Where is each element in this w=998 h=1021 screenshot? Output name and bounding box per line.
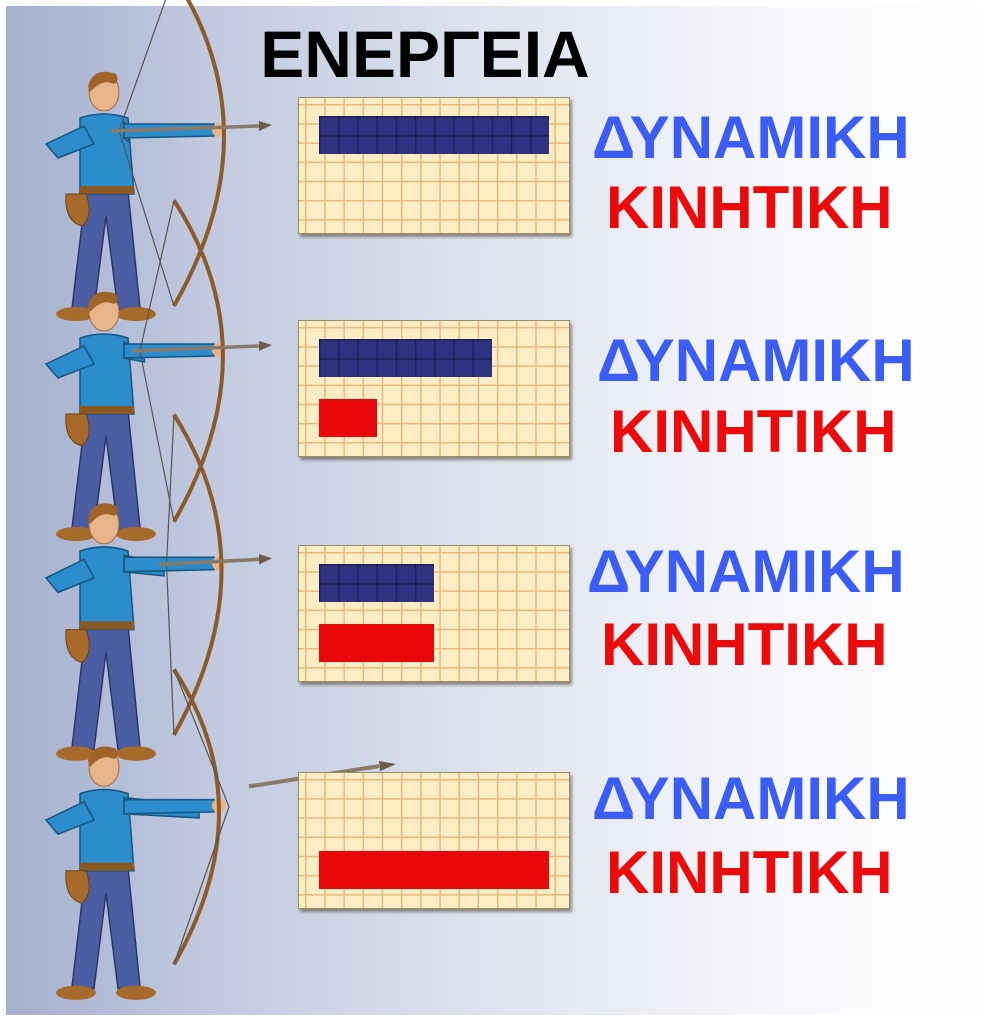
- hair: [88, 503, 118, 525]
- torso: [79, 546, 135, 631]
- potential-energy-bar: [319, 116, 549, 154]
- bow-icon: [172, 413, 224, 737]
- shoe: [116, 985, 156, 1000]
- archer-icon: [24, 0, 274, 326]
- energy-meter: [298, 772, 570, 909]
- bowstring: [173, 669, 230, 965]
- arm: [44, 558, 96, 594]
- potential-energy-bar: [319, 339, 492, 377]
- bowstring: [165, 414, 175, 736]
- bow-icon: [172, 199, 225, 523]
- kinetic-energy-label: ΚΙΝΗΤΙΚΗ: [610, 398, 897, 465]
- pouch: [65, 413, 90, 447]
- archer-icon: [24, 668, 396, 1005]
- arrowhead: [379, 761, 396, 772]
- belt: [80, 186, 134, 194]
- arrow-icon: [131, 344, 260, 353]
- belt: [80, 406, 134, 414]
- arrowhead: [259, 341, 272, 351]
- shoe: [56, 527, 96, 541]
- potential-energy-label: ΔΥΝΑΜΙΚΗ: [592, 104, 910, 171]
- arm: [123, 798, 215, 815]
- hair: [88, 71, 118, 92]
- shoe: [116, 527, 156, 541]
- torso: [79, 333, 135, 415]
- shoe: [56, 746, 96, 761]
- shoe: [56, 985, 96, 1000]
- shoe: [116, 307, 156, 321]
- kinetic-energy-bar: [319, 399, 377, 437]
- energy-meter: [298, 545, 570, 682]
- arm: [44, 800, 96, 836]
- potential-energy-label: ΔΥΝΑΜΙΚΗ: [587, 538, 905, 605]
- arrow-icon: [110, 124, 260, 133]
- bow-icon: [172, 0, 226, 307]
- torso: [79, 788, 135, 872]
- hair: [88, 746, 118, 768]
- belt: [80, 621, 134, 630]
- hair: [88, 291, 118, 312]
- kinetic-energy-bar: [319, 851, 549, 889]
- kinetic-energy-label: ΚΙΝΗΤΙΚΗ: [606, 839, 893, 906]
- hand: [212, 556, 226, 571]
- potential-energy-bar: [319, 564, 434, 602]
- shoe: [56, 307, 96, 321]
- energy-meter: [298, 320, 570, 457]
- potential-energy-label: ΔΥΝΑΜΙΚΗ: [597, 327, 915, 394]
- kinetic-energy-label: ΚΙΝΗΤΙΚΗ: [606, 174, 893, 241]
- pouch: [65, 870, 90, 904]
- potential-energy-label: ΔΥΝΑΜΙΚΗ: [592, 765, 910, 832]
- pouch: [65, 193, 90, 227]
- archer-icon: [24, 199, 274, 546]
- arrowhead: [259, 554, 272, 565]
- arrowhead: [259, 121, 272, 131]
- archer-icon: [24, 413, 274, 766]
- bow-icon: [172, 668, 221, 966]
- arm: [44, 125, 96, 159]
- pouch: [65, 629, 90, 664]
- belt: [80, 862, 134, 871]
- shoe: [116, 746, 156, 761]
- arrow-icon: [158, 557, 260, 567]
- arm: [44, 345, 96, 379]
- page-title: ΕΝΕΡΓΕΙΑ: [260, 17, 590, 91]
- energy-meter: [298, 97, 570, 234]
- kinetic-energy-label: ΚΙΝΗΤΙΚΗ: [601, 611, 888, 678]
- kinetic-energy-bar: [319, 624, 434, 662]
